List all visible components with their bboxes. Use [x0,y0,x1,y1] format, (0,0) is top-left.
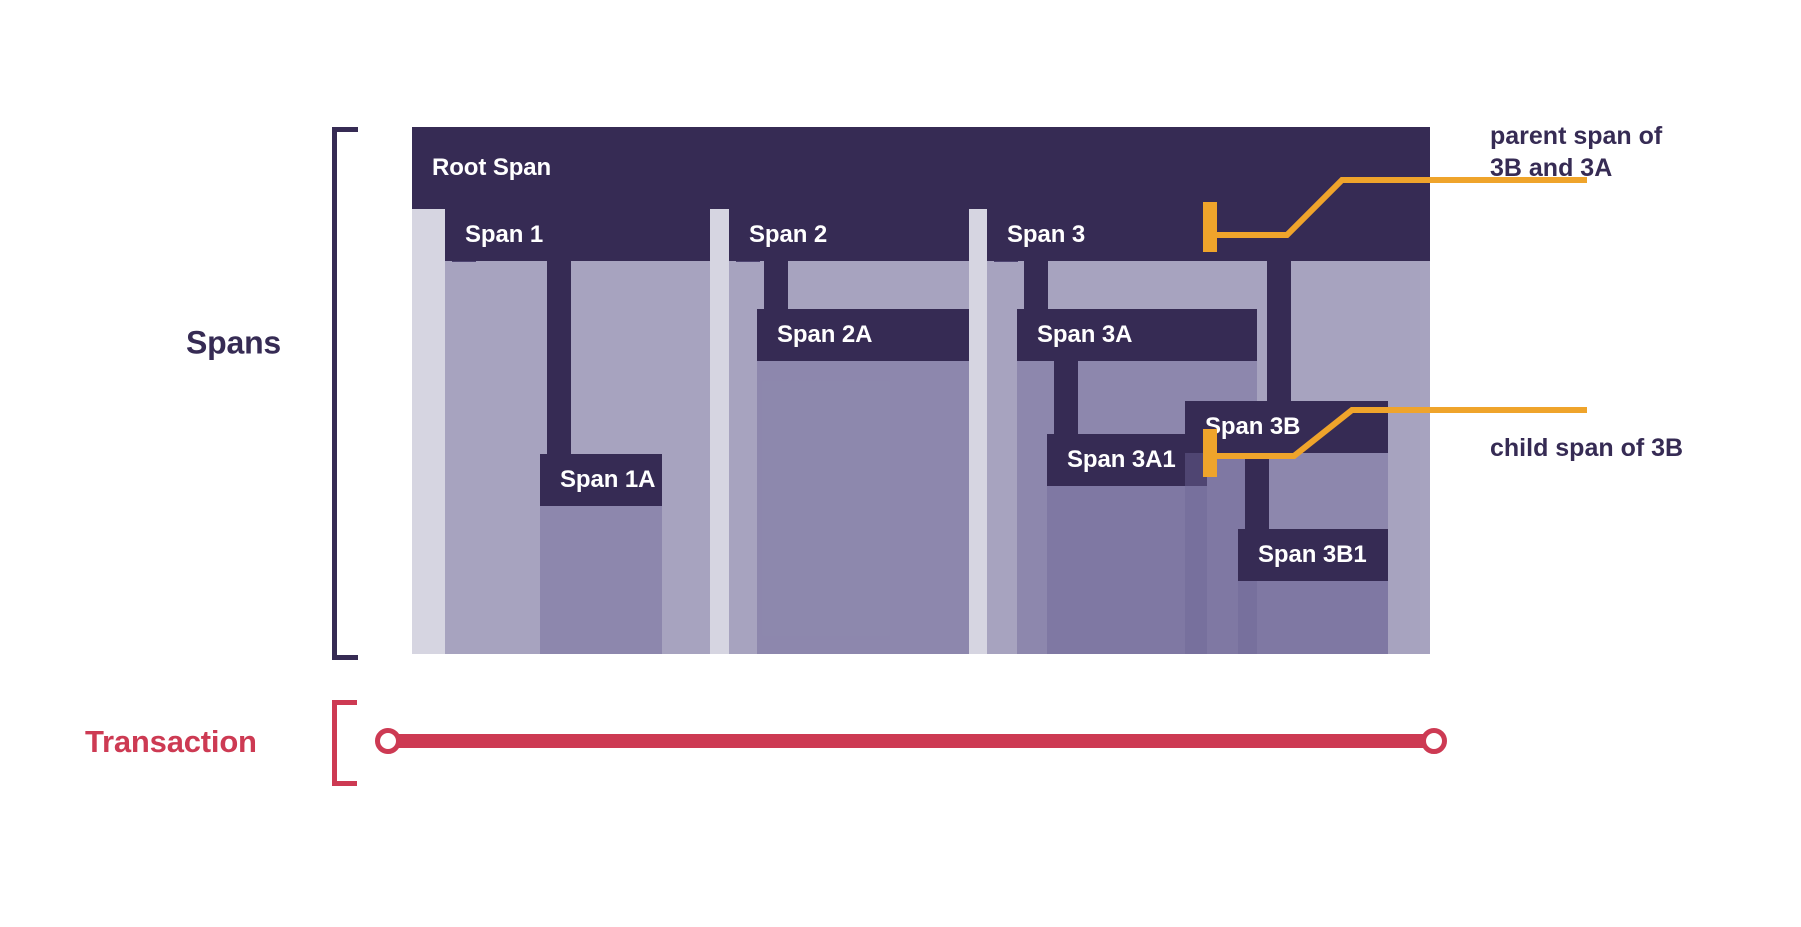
span-box-3b1[interactable]: Span 3B1 [1238,529,1388,654]
span-label-3b: Span 3B [1205,413,1301,440]
transaction-start-dot [375,728,401,754]
span-body-1 [445,209,710,654]
span-header-2: Span 2 [729,209,969,261]
span-header-1a: Span 1A [540,454,662,506]
highlight-marker-parent-span [1203,202,1217,252]
span-label-2: Span 2 [749,221,828,248]
connector-span1-to-span1a [547,261,571,457]
highlight-marker-child-span [1203,429,1217,477]
leader-line-parent-span [1217,177,1587,238]
span-header-2a: Span 2A [757,309,969,361]
transaction-bar[interactable] [385,734,1438,748]
transaction-bracket [332,700,357,786]
span-header-3a: Span 3A [1017,309,1257,361]
span-box-root[interactable]: Root Span Span 1 Span 1A [412,127,1430,654]
span-box-3[interactable]: Span 3 Span 3A Span 3A1 [987,209,1430,654]
annotation-child-span: child span of 3B [1490,434,1684,462]
connector-span3a-to-span3a1 [1054,361,1078,437]
transaction-axis-label: Transaction [85,724,257,759]
span-label-3a: Span 3A [1037,321,1133,348]
span-box-2a[interactable]: Span 2A [757,309,969,654]
span-header-3b1: Span 3B1 [1238,529,1388,581]
span-waterfall-canvas: Root Span Span 1 Span 1A [412,127,1430,654]
span-box-2[interactable]: Span 2 Span 2A [729,209,969,654]
span-header-root: Root Span [412,127,1430,209]
span-box-1[interactable]: Span 1 Span 1A [445,209,710,654]
span-label-root: Root Span [432,154,552,181]
connector-span3-to-span3b [1267,261,1291,405]
span-box-3a1[interactable]: Span 3A1 [1047,434,1207,654]
span-label-2a: Span 2A [777,321,873,348]
span-label-3b1: Span 3B1 [1258,541,1367,568]
span-header-3a1: Span 3A1 [1047,434,1207,486]
annotation-parent-span: parent span of 3B and 3A [1490,122,1663,182]
span-box-3b[interactable]: Span 3B Span 3B1 [1185,401,1388,654]
transaction-end-dot [1421,728,1447,754]
span-box-1a[interactable]: Span 1A [540,454,662,654]
span-box-3a[interactable]: Span 3A Span 3A1 [1017,309,1257,654]
connector-span3-to-span3a [1024,261,1048,313]
span-label-1a: Span 1A [560,466,656,493]
connector-span3b-to-span3b1 [1245,453,1269,533]
leader-line-child-span [1217,407,1587,459]
span-label-3: Span 3 [1007,221,1086,248]
spans-bracket [332,127,358,660]
connector-span2-to-span2a [764,261,788,313]
span-label-3a1: Span 3A1 [1067,446,1176,473]
span-label-1: Span 1 [465,221,544,248]
spans-axis-label: Spans [186,324,282,361]
span-body-2a [757,309,969,654]
span-header-1: Span 1 [445,209,710,261]
